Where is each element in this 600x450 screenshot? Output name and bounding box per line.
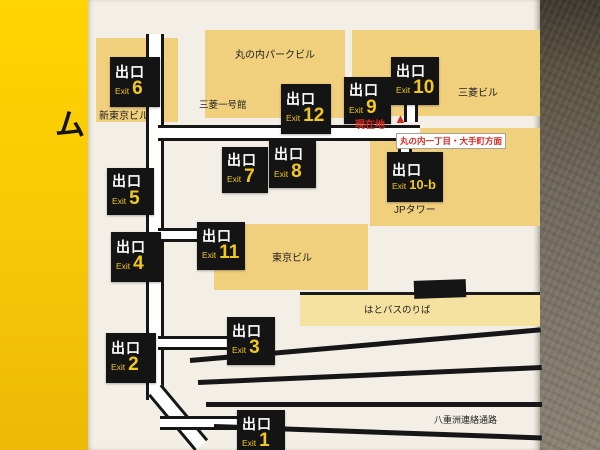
exit-number: 9 [366, 96, 377, 118]
label-mitsubishi-ichigokan: 三菱一号館 [199, 100, 247, 111]
exit-en-row: Exit 1 [242, 431, 270, 450]
exit-jp-label: 出口 [115, 63, 145, 80]
exit-en-row: Exit 4 [116, 254, 144, 274]
exit-en-label: Exit [349, 104, 364, 115]
passage-stub-exit10 [404, 100, 418, 122]
exit-sign-6: 出口 Exit 6 [110, 57, 160, 107]
exit-en-row: Exit 7 [227, 167, 255, 187]
exit-en-row: Exit 8 [274, 160, 302, 182]
exit-number: 11 [219, 242, 240, 264]
exit-en-row: Exit 10-b [392, 176, 436, 192]
exit-sign-3: 出口 Exit 3 [227, 317, 275, 365]
exit-sign-5: 出口 Exit 5 [107, 168, 154, 215]
exit-en-label: Exit [392, 180, 407, 191]
direction-label: 丸の内一丁目・大手町方面 [396, 133, 507, 149]
exit-number: 8 [291, 160, 302, 182]
exit-number: 12 [303, 105, 325, 127]
exit-jp-label: 出口 [227, 151, 257, 168]
exit-en-label: Exit [396, 85, 411, 96]
exit-en-label: Exit [242, 438, 257, 449]
exit-en-label: Exit [112, 195, 127, 206]
exit-sign-8: 出口 Exit 8 [269, 141, 316, 188]
exit-number: 3 [249, 337, 260, 359]
sign-frame-left: ム [0, 0, 88, 450]
label-marunouchi-park: 丸の内パークビル [235, 50, 315, 61]
exit-en-label: Exit [115, 86, 130, 97]
exit-en-label: Exit [227, 174, 242, 185]
exit-number: 2 [128, 354, 139, 376]
exit-en-row: Exit 5 [112, 187, 140, 209]
exit-sign-11: 出口 Exit 11 [197, 222, 245, 270]
exit-en-row: Exit 10 [396, 78, 434, 98]
exit-number: 7 [244, 166, 255, 188]
label-mitsubishi: 三菱ビル [458, 88, 498, 99]
exit-jp-label: 出口 [274, 146, 304, 163]
exit-number: 1 [259, 430, 270, 450]
exit-jp-label: 出口 [242, 415, 272, 432]
exit-jp-label: 出口 [232, 322, 262, 339]
label-shin-tokyo: 新東京ビル [99, 111, 149, 122]
exit-sign-4: 出口 Exit 4 [111, 232, 161, 282]
exit-en-label: Exit [202, 250, 217, 261]
exit-sign-7: 出口 Exit 7 [222, 147, 268, 193]
partial-character: ム [55, 109, 85, 142]
exit-en-row: Exit 12 [286, 106, 324, 126]
road-line-3 [206, 402, 542, 407]
exit-sign-10-b: 出口 Exit 10-b [387, 152, 443, 202]
bus-stop-structure [413, 279, 467, 299]
exit-number: 6 [132, 78, 143, 100]
exit-jp-label: 出口 [111, 339, 141, 356]
exit-en-row: Exit 6 [115, 79, 143, 99]
label-tokyo-building: 東京ビル [272, 253, 312, 264]
exit-number: 4 [133, 253, 144, 275]
exit-jp-label: 出口 [349, 82, 379, 99]
exit-jp-label: 出口 [116, 238, 146, 255]
exit-en-row: Exit 3 [232, 338, 260, 358]
label-hato-bus: はとバスのりば [364, 305, 431, 316]
exit-en-label: Exit [116, 261, 131, 272]
exit-en-label: Exit [286, 113, 301, 124]
wall-background [540, 0, 600, 450]
exit-sign-2: 出口 Exit 2 [106, 333, 156, 383]
exit-en-label: Exit [274, 168, 289, 179]
current-location-label: 現在地 [355, 120, 385, 131]
exit-number: 5 [129, 187, 140, 209]
exit-jp-label: 出口 [112, 173, 142, 190]
exit-en-label: Exit [111, 362, 126, 373]
exit-sign-9: 出口 Exit 9 [344, 77, 391, 124]
exit-en-row: Exit 11 [202, 243, 239, 263]
exit-jp-label: 出口 [396, 62, 426, 79]
exit-en-row: Exit 2 [111, 355, 139, 375]
passage-exit3 [158, 336, 234, 350]
exit-jp-label: 出口 [392, 161, 422, 178]
exit-number: 10 [413, 77, 435, 99]
exit-number: 10-b [409, 176, 436, 192]
current-location-marker-icon: ▲ [394, 111, 407, 126]
exit-sign-12: 出口 Exit 12 [281, 84, 331, 134]
exit-en-label: Exit [232, 345, 247, 356]
exit-sign-1: 出口 Exit 1 [237, 410, 285, 450]
label-yaesu-passage: 八重洲連絡通路 [434, 415, 498, 425]
exit-jp-label: 出口 [286, 90, 316, 107]
label-jp-tower: JPタワー [394, 205, 436, 216]
exit-jp-label: 出口 [202, 227, 232, 244]
exit-en-row: Exit 9 [349, 96, 377, 118]
exit-sign-10: 出口 Exit 10 [391, 57, 439, 105]
